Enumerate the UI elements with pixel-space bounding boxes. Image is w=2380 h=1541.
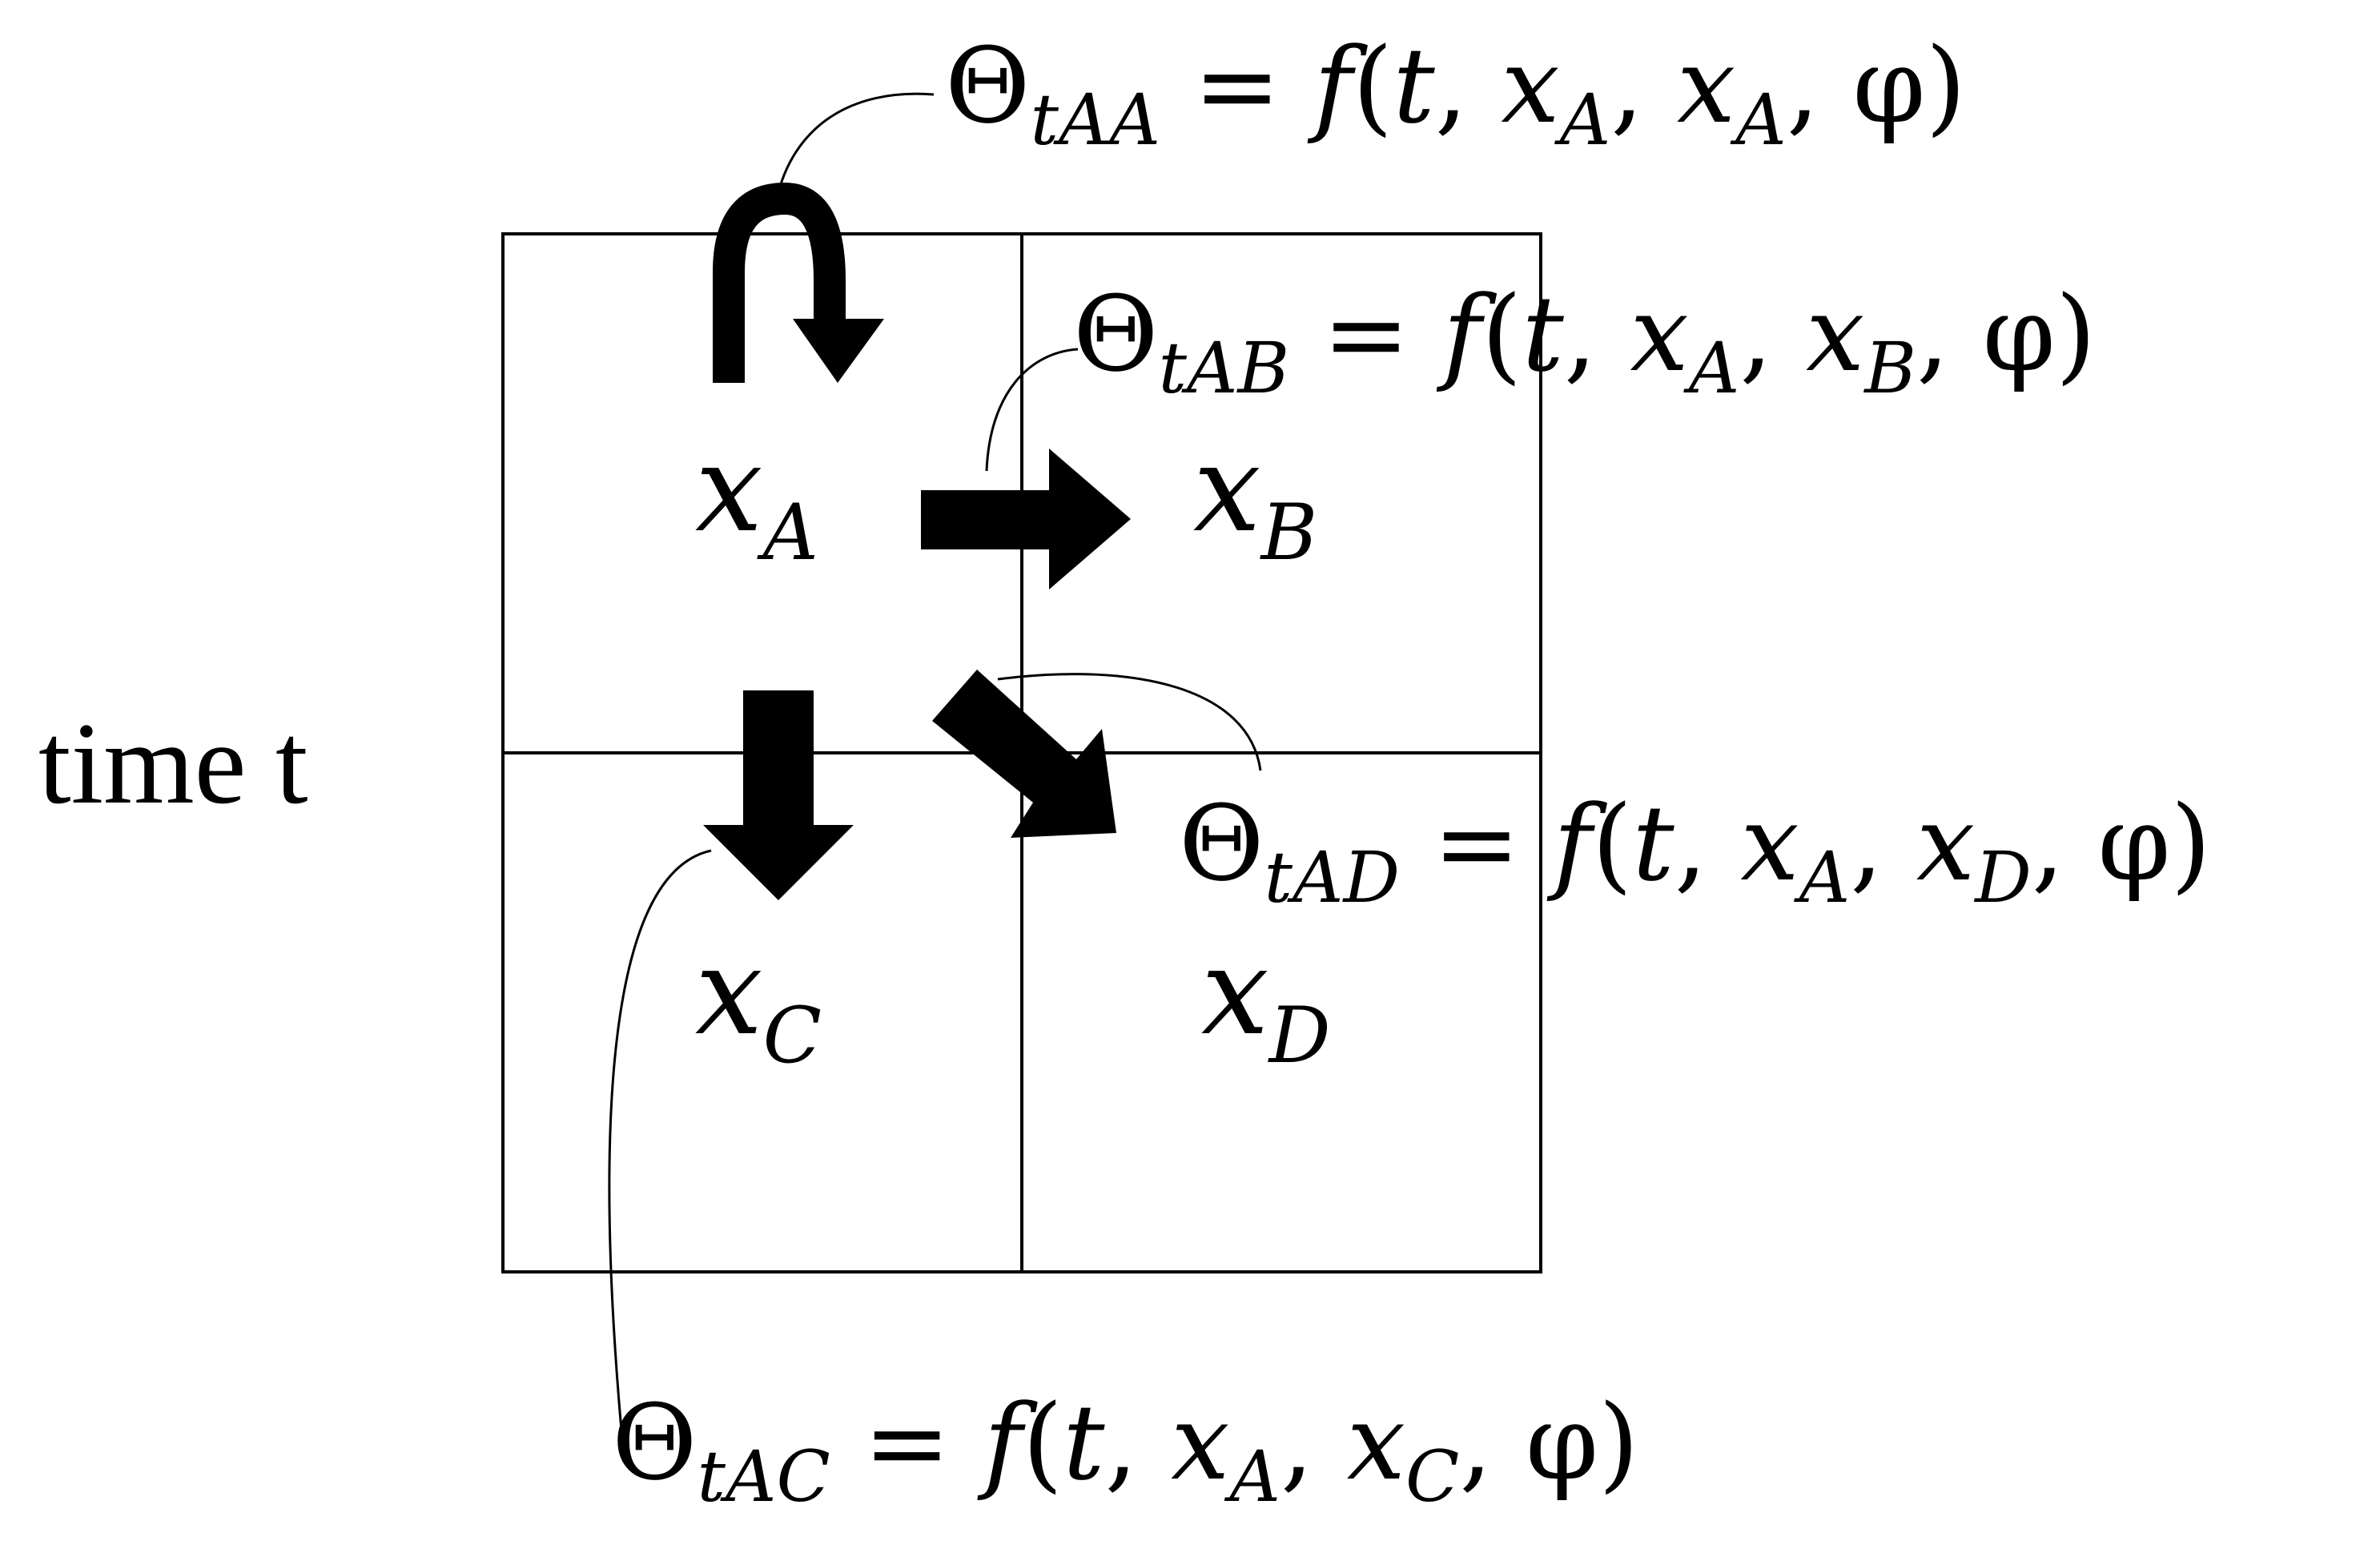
equation-AB-phi: φ xyxy=(1983,273,2056,395)
equation-AB-subscript: tAB xyxy=(1159,327,1290,409)
svg-text:xA: xA xyxy=(695,420,818,577)
equation-AB-x1-subscript: A xyxy=(1683,327,1740,409)
equation-AC-comma-1: , xyxy=(1105,1382,1172,1503)
equation-AD-t: t xyxy=(1632,783,1674,904)
equation-AA-subscript: tAA xyxy=(1031,78,1160,161)
cell-C-subscript: C xyxy=(763,991,822,1080)
leader-AA xyxy=(775,92,935,199)
svg-text:ΘtAB = f(t, xA, xB, φ): ΘtAB = f(t, xA, xB, φ) xyxy=(1073,273,2096,409)
equation-AC-theta: Θ xyxy=(612,1382,698,1503)
equation-AA-x2-subscript: A xyxy=(1730,78,1787,161)
equation-AA-t: t xyxy=(1393,25,1435,147)
cell-D-variable: x xyxy=(1201,923,1269,1062)
equation-AD-close-paren: ) xyxy=(2171,783,2212,904)
equation-AA-open-paren: ( xyxy=(1353,25,1393,147)
equation-AC-comma-2: , xyxy=(1280,1382,1347,1503)
cell-B: xB xyxy=(1193,420,1317,577)
equation-AC-open-paren: ( xyxy=(1023,1382,1063,1503)
equation-AC: ΘtAC = f(t, xA, xC, φ) xyxy=(612,1382,1639,1518)
equation-AA-comma-3: , xyxy=(1787,25,1853,147)
svg-text:ΘtAD = f(t, xA, xD, φ): ΘtAD = f(t, xA, xD, φ) xyxy=(1179,783,2211,919)
cell-C: xC xyxy=(695,923,822,1080)
equation-AD-open-paren: ( xyxy=(1592,783,1633,904)
equation-AD-equals: = xyxy=(1400,783,1554,904)
svg-text:xC: xC xyxy=(695,923,822,1080)
equation-AC-x1-subscript: A xyxy=(1224,1435,1280,1518)
equation-AD-comma-3: , xyxy=(2032,783,2098,904)
arrow-self-loop-A xyxy=(713,182,884,383)
cell-A: xA xyxy=(695,420,818,577)
equation-AB-open-paren: ( xyxy=(1481,273,1522,395)
equation-AD-subscript: tAD xyxy=(1264,836,1400,919)
equation-AB-equals: = xyxy=(1289,273,1443,395)
cell-D: xD xyxy=(1201,923,1331,1080)
arrow-A-to-B xyxy=(921,449,1131,589)
equation-AC-t: t xyxy=(1063,1382,1105,1503)
svg-text:xD: xD xyxy=(1201,923,1331,1080)
time-axis-label: time t xyxy=(38,698,308,828)
equation-AB-comma-3: , xyxy=(1916,273,1983,395)
equation-AB-x1: x xyxy=(1630,273,1689,395)
cell-C-variable: x xyxy=(695,923,763,1062)
svg-text:xB: xB xyxy=(1193,420,1317,577)
equation-AB-theta: Θ xyxy=(1073,273,1159,395)
equation-AC-comma-3: , xyxy=(1459,1382,1526,1503)
equation-AB: ΘtAB = f(t, xA, xB, φ) xyxy=(1073,273,2096,409)
equation-AA-comma-1: , xyxy=(1435,25,1502,147)
equation-AD: ΘtAD = f(t, xA, xD, φ) xyxy=(1179,783,2211,919)
equation-AC-x2-subscript: C xyxy=(1405,1435,1459,1518)
equation-AD-x1-subscript: A xyxy=(1794,836,1851,919)
equation-AB-x2-subscript: B xyxy=(1863,327,1916,409)
cell-A-variable: x xyxy=(695,420,763,559)
equation-AA-equals: = xyxy=(1160,25,1314,147)
svg-text:ΘtAA = f(t, xA, xA, φ): ΘtAA = f(t, xA, xA, φ) xyxy=(945,25,1966,161)
equation-AB-t: t xyxy=(1522,273,1565,395)
equation-AB-comma-1: , xyxy=(1564,273,1630,395)
arrow-A-to-C xyxy=(703,690,854,900)
equation-AC-close-paren: ) xyxy=(1598,1382,1639,1503)
equation-AA-x2: x xyxy=(1677,25,1735,147)
cell-A-subscript: A xyxy=(757,488,818,577)
equation-AB-x2: x xyxy=(1806,273,1864,395)
equation-AD-comma-1: , xyxy=(1674,783,1741,904)
svg-text:ΘtAC = f(t, xA, xC, φ): ΘtAC = f(t, xA, xC, φ) xyxy=(612,1382,1639,1518)
equation-AA-comma-2: , xyxy=(1610,25,1677,147)
equation-AC-phi: φ xyxy=(1526,1382,1598,1503)
equation-AA-x1-subscript: A xyxy=(1554,78,1611,161)
leader-AC xyxy=(608,849,712,1431)
equation-AB-comma-2: , xyxy=(1739,273,1806,395)
leader-AD xyxy=(997,673,1262,771)
arrow-A-to-D xyxy=(932,670,1116,838)
equation-AC-subscript: tAC xyxy=(698,1435,830,1518)
equation-AA-close-paren: ) xyxy=(1926,25,1967,147)
equation-AD-theta: Θ xyxy=(1179,783,1264,904)
leader-AB xyxy=(985,348,1079,472)
equation-AA: ΘtAA = f(t, xA, xA, φ) xyxy=(945,25,1966,161)
equation-AD-phi: φ xyxy=(2097,783,2170,904)
equation-AC-x2: x xyxy=(1347,1382,1405,1503)
equation-AA-x1: x xyxy=(1501,25,1559,147)
equation-AB-close-paren: ) xyxy=(2056,273,2097,395)
equation-AD-x2-subscript: D xyxy=(1973,836,2032,919)
equation-AA-theta: Θ xyxy=(945,25,1031,147)
equation-AD-x2: x xyxy=(1916,783,1975,904)
cell-D-subscript: D xyxy=(1268,991,1331,1080)
cell-B-subscript: B xyxy=(1260,488,1318,577)
equation-AD-x1: x xyxy=(1740,783,1799,904)
equation-AC-equals: = xyxy=(830,1382,984,1503)
cell-B-variable: x xyxy=(1193,420,1261,559)
equation-AC-x1: x xyxy=(1171,1382,1229,1503)
equation-AD-comma-2: , xyxy=(1850,783,1916,904)
equation-AA-phi: φ xyxy=(1852,25,1925,147)
